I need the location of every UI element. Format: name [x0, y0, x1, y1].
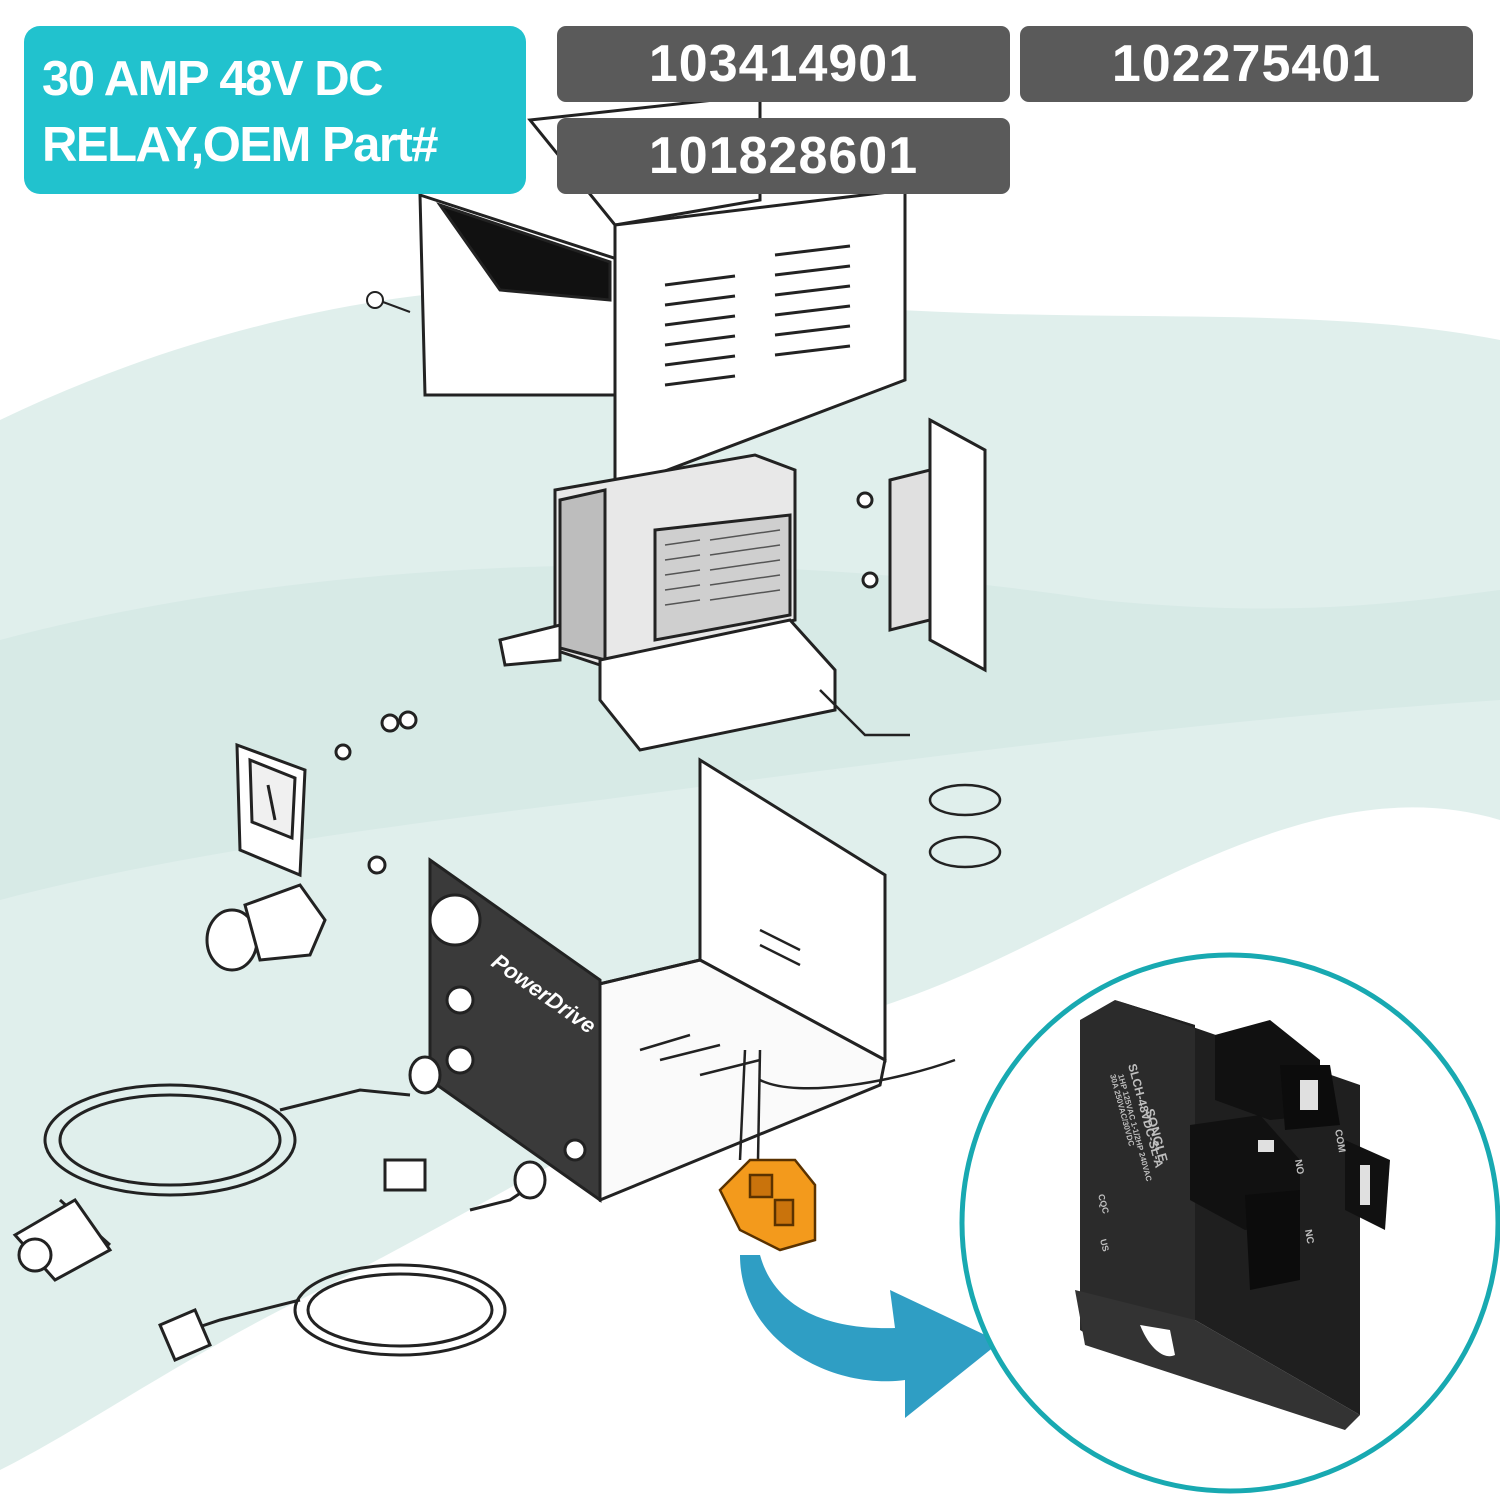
relay-cert-2: US [1098, 1238, 1111, 1253]
transformer-coils [664, 529, 781, 606]
relay-terminal-com: COM [1332, 1129, 1347, 1154]
wires [738, 689, 1002, 1161]
front-panel [428, 857, 602, 1203]
relay-terminal-nc: NC [1302, 1229, 1315, 1245]
chassis-slots [639, 928, 801, 1077]
terminal-plate [856, 417, 987, 673]
relay-terminal-no: NO [1292, 1159, 1305, 1176]
part-number-1: 103414901 [557, 26, 1010, 102]
top-cover-vents [664, 244, 851, 387]
dc-cable [43, 1083, 411, 1247]
dc-plug [12, 1198, 113, 1282]
callout-arrow [740, 1255, 1000, 1418]
transformer [498, 453, 837, 752]
title-banner: 30 AMP 48V DC RELAY,OEM Part# [24, 26, 526, 194]
part-number-2: 102275401 [1020, 26, 1473, 102]
screw [366, 291, 411, 313]
title-line-2: RELAY,OEM Part# [42, 118, 439, 172]
title-line-1: 30 AMP 48V DC [42, 52, 384, 106]
grounding-rings [383, 1055, 547, 1200]
background-wash-streak [0, 565, 1500, 900]
ammeter [235, 710, 418, 878]
part-number-3: 101828601 [557, 118, 1010, 194]
highlighted-relay [718, 1158, 817, 1252]
relay-photo [1075, 1000, 1390, 1430]
chassis [593, 757, 887, 1202]
fuse-holder [205, 883, 327, 972]
ac-plug [158, 1308, 212, 1362]
